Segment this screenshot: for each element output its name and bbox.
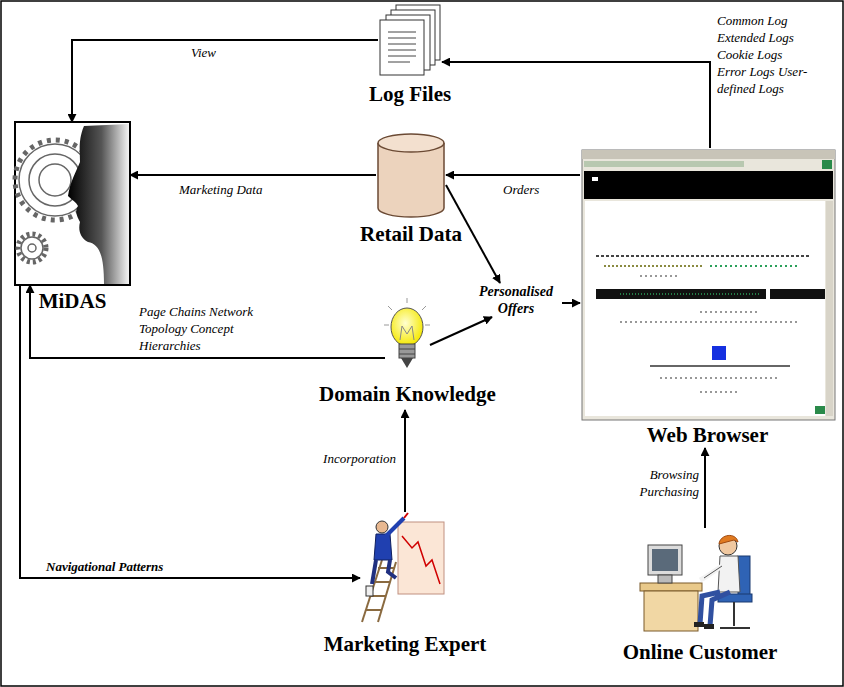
node-label: Marketing Expert — [324, 632, 487, 656]
domain-knowledge-node: Domain Knowledge — [385, 298, 430, 410]
online-customer-figure — [640, 535, 752, 631]
log-files-icon — [380, 5, 440, 75]
database-cylinder — [378, 134, 444, 217]
marketing-expert-node: Marketing Expert — [360, 512, 450, 624]
edge-label: Common Log Extended Logs Cookie Logs Err… — [716, 12, 812, 97]
flow-arrow — [30, 285, 385, 358]
edge-label: Orders — [502, 181, 540, 198]
edge-label: Page Chains Network Topology Concept Hie… — [138, 303, 270, 354]
flow-arrow — [562, 302, 580, 304]
flow-arrow — [430, 317, 492, 345]
edge-label: Browsing Purchasing — [618, 466, 700, 500]
light-bulb — [384, 298, 430, 368]
edge-label: Marketing Data — [178, 181, 263, 198]
marketing-expert-figure — [362, 513, 444, 622]
node-label: Personalised Offers — [470, 283, 562, 317]
log-files-node: Log Files — [378, 4, 442, 104]
retail-data-node: Retail Data — [376, 132, 446, 247]
flow-arrow — [404, 410, 406, 512]
node-label: Log Files — [369, 82, 451, 106]
midas-logo — [15, 122, 130, 285]
flow-arrow — [20, 285, 360, 578]
node-label: Web Browser — [647, 423, 769, 447]
online-customer-node: Online Customer — [625, 528, 775, 636]
node-label: Online Customer — [623, 640, 778, 664]
midas-node: MiDAS — [15, 122, 130, 285]
flow-arrow — [442, 62, 710, 148]
web-browser-node: Web Browser — [580, 148, 835, 448]
node-label: Retail Data — [360, 222, 462, 246]
edge-label: Navigational Patterns — [45, 558, 164, 575]
node-label: Domain Knowledge — [319, 382, 496, 406]
flow-arrow — [130, 174, 376, 176]
flow-arrow — [446, 174, 580, 176]
flow-arrow — [72, 40, 378, 122]
offers-node: Personalised Offers — [470, 283, 562, 317]
edge-label: View — [190, 44, 217, 61]
node-label: MiDAS — [39, 289, 107, 313]
flow-arrow — [704, 448, 706, 528]
browser-screenshot — [582, 150, 835, 420]
edge-label: Incorporation — [300, 450, 397, 467]
